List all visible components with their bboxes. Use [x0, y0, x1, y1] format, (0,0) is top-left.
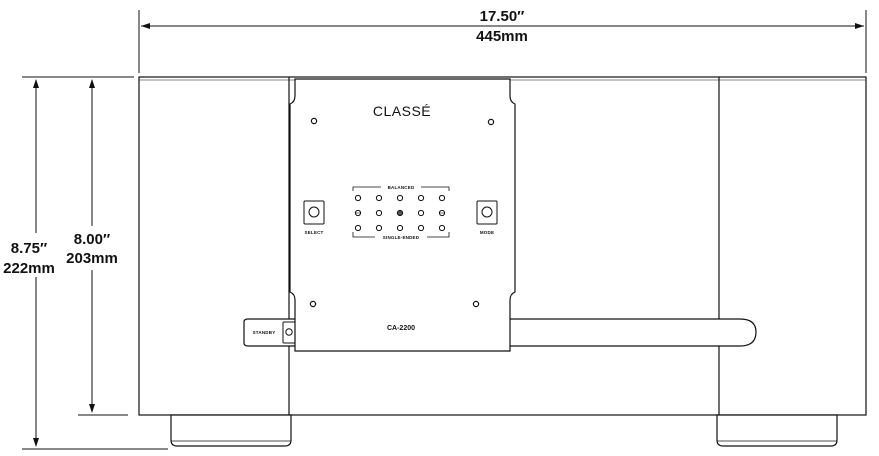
single-ended-bracket [352, 232, 450, 238]
indicator-led [396, 194, 404, 202]
right-foot [716, 414, 838, 447]
overall-height-inches-label: 8.75″ [11, 240, 47, 257]
select-label: SELECT [305, 230, 324, 235]
indicator-led [375, 194, 383, 202]
left-foot [170, 414, 292, 447]
model-label: CA-2200 [387, 325, 415, 332]
indicator-led [438, 194, 446, 202]
indicator-led [354, 224, 362, 232]
indicator-led [438, 224, 446, 232]
standby-label: STANDBY [253, 330, 276, 335]
indicator-led [417, 209, 425, 217]
mode-button[interactable] [476, 200, 498, 225]
screw-icon [487, 118, 495, 126]
indicator-led [396, 224, 404, 232]
indicator-led [417, 224, 425, 232]
width-mm-label: 445mm [476, 28, 528, 45]
indicator-led [354, 194, 362, 202]
faceplate-screws [309, 117, 495, 308]
screw-icon [472, 300, 480, 308]
width-dimension [138, 10, 867, 73]
body-height-inches-label: 8.00″ [74, 231, 110, 248]
single-ended-label: SINGLE-ENDED [383, 235, 420, 240]
body-height-mm-label: 203mm [66, 250, 118, 267]
indicator-led [396, 209, 404, 217]
indicator-led [417, 194, 425, 202]
indicator-led [375, 224, 383, 232]
select-button[interactable] [303, 200, 325, 225]
screw-icon [309, 300, 317, 308]
input-indicators [354, 194, 446, 232]
width-inches-label: 17.50″ [480, 8, 525, 25]
balanced-label: BALANCED [388, 185, 415, 190]
indicator-led [375, 209, 383, 217]
balanced-bracket [352, 186, 450, 191]
brand-logo: CLASSÉ [373, 103, 431, 119]
screw-icon [310, 117, 318, 125]
faceplate-panel [289, 78, 516, 352]
overall-height-mm-label: 222mm [3, 260, 55, 277]
mode-label: MODE [480, 230, 494, 235]
standby-button[interactable] [282, 321, 296, 344]
